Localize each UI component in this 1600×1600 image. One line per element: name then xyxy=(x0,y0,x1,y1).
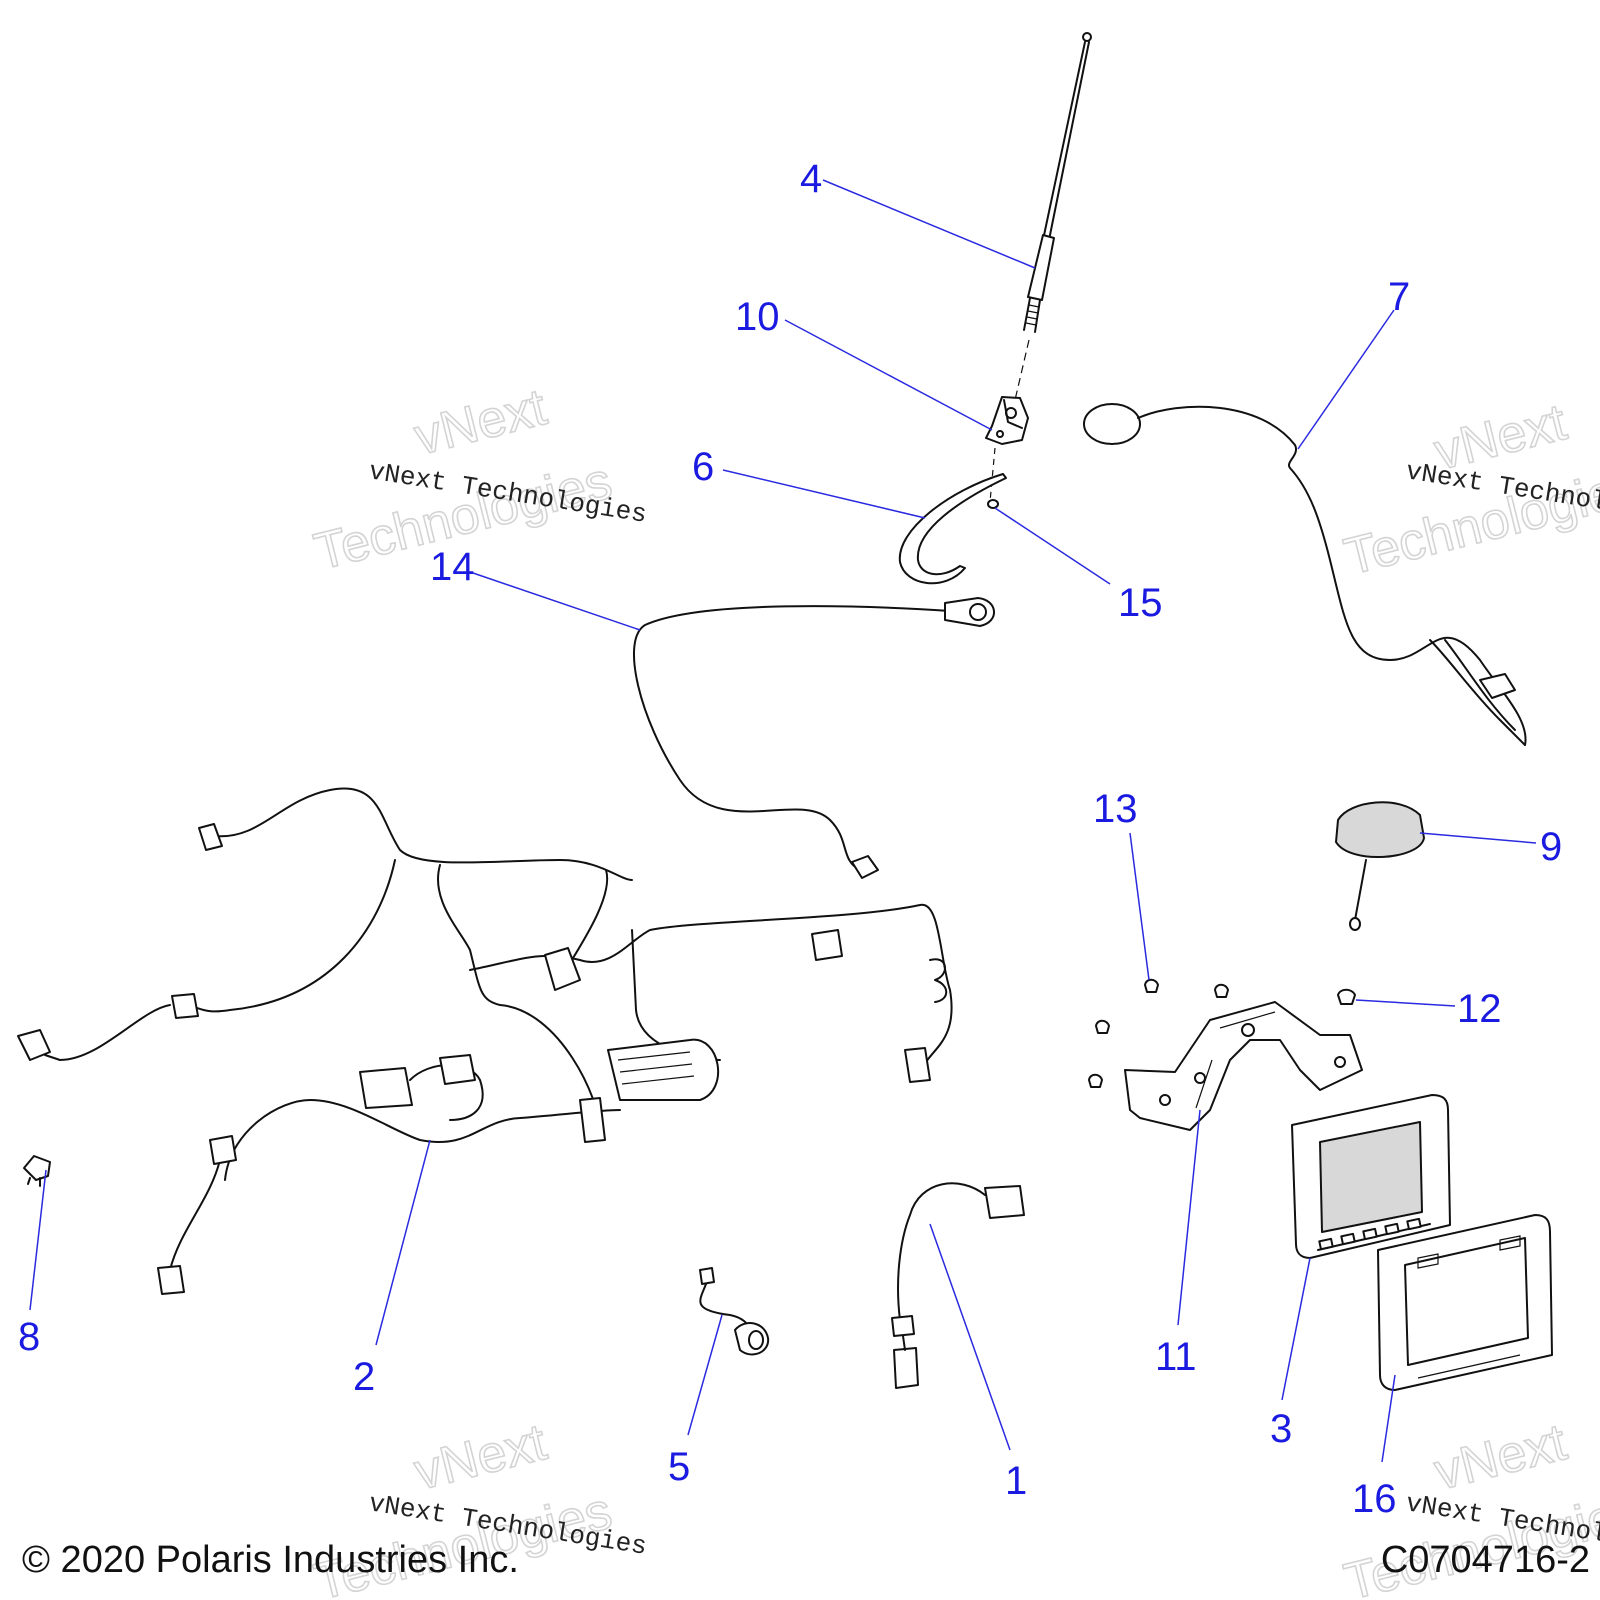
part-strap xyxy=(898,473,1007,585)
callout-3: 3 xyxy=(1270,1407,1292,1451)
part-mounting-bracket xyxy=(1124,1001,1363,1131)
drawing-number: C0704716-2 xyxy=(1381,1539,1590,1581)
callout-14: 14 xyxy=(430,545,475,589)
part-antenna-whip xyxy=(1014,32,1092,401)
part-gps-puck xyxy=(1335,801,1425,931)
callout-2: 2 xyxy=(353,1355,375,1399)
part-sensor xyxy=(23,1155,51,1187)
part-antenna-base xyxy=(985,396,1029,503)
part-display xyxy=(1291,1094,1451,1259)
callout-15: 15 xyxy=(1118,581,1163,625)
callout-12: 12 xyxy=(1457,987,1502,1031)
part-power-socket xyxy=(699,1267,770,1356)
callout-10: 10 xyxy=(735,295,780,339)
callout-11: 11 xyxy=(1155,1335,1197,1379)
callout-5: 5 xyxy=(668,1445,690,1489)
callout-9: 9 xyxy=(1540,825,1562,869)
callout-6: 6 xyxy=(692,445,714,489)
part-main-harness xyxy=(17,787,953,1295)
part-display-bezel xyxy=(1377,1214,1553,1391)
callout-8: 8 xyxy=(18,1315,40,1359)
svg-text:vNext: vNext xyxy=(409,1413,553,1502)
callout-13: 13 xyxy=(1093,787,1138,831)
leader-lines xyxy=(29,179,1537,1463)
callout-4: 4 xyxy=(800,157,822,201)
svg-text:vNext: vNext xyxy=(409,378,553,467)
part-pigtail-harness xyxy=(891,1182,1025,1389)
callout-1: 1 xyxy=(1005,1459,1027,1503)
part-ground-cable xyxy=(633,597,995,879)
part-washer xyxy=(987,499,999,509)
callouts: 4 10 6 7 14 15 13 9 12 2 8 11 3 5 1 16 xyxy=(18,157,1562,1521)
copyright-notice: © 2020 Polaris Industries Inc. xyxy=(22,1539,519,1581)
part-screws xyxy=(1088,978,1356,1088)
svg-text:vNext: vNext xyxy=(1429,1413,1573,1502)
callout-16: 16 xyxy=(1352,1477,1397,1521)
callout-7: 7 xyxy=(1388,275,1410,319)
watermark-top-right: vNext Technologies vNext Technologies xyxy=(1338,392,1600,587)
part-puck-antenna-cable xyxy=(1083,403,1527,746)
watermark-top-left: vNext Technologies vNext Technologies xyxy=(308,377,649,582)
